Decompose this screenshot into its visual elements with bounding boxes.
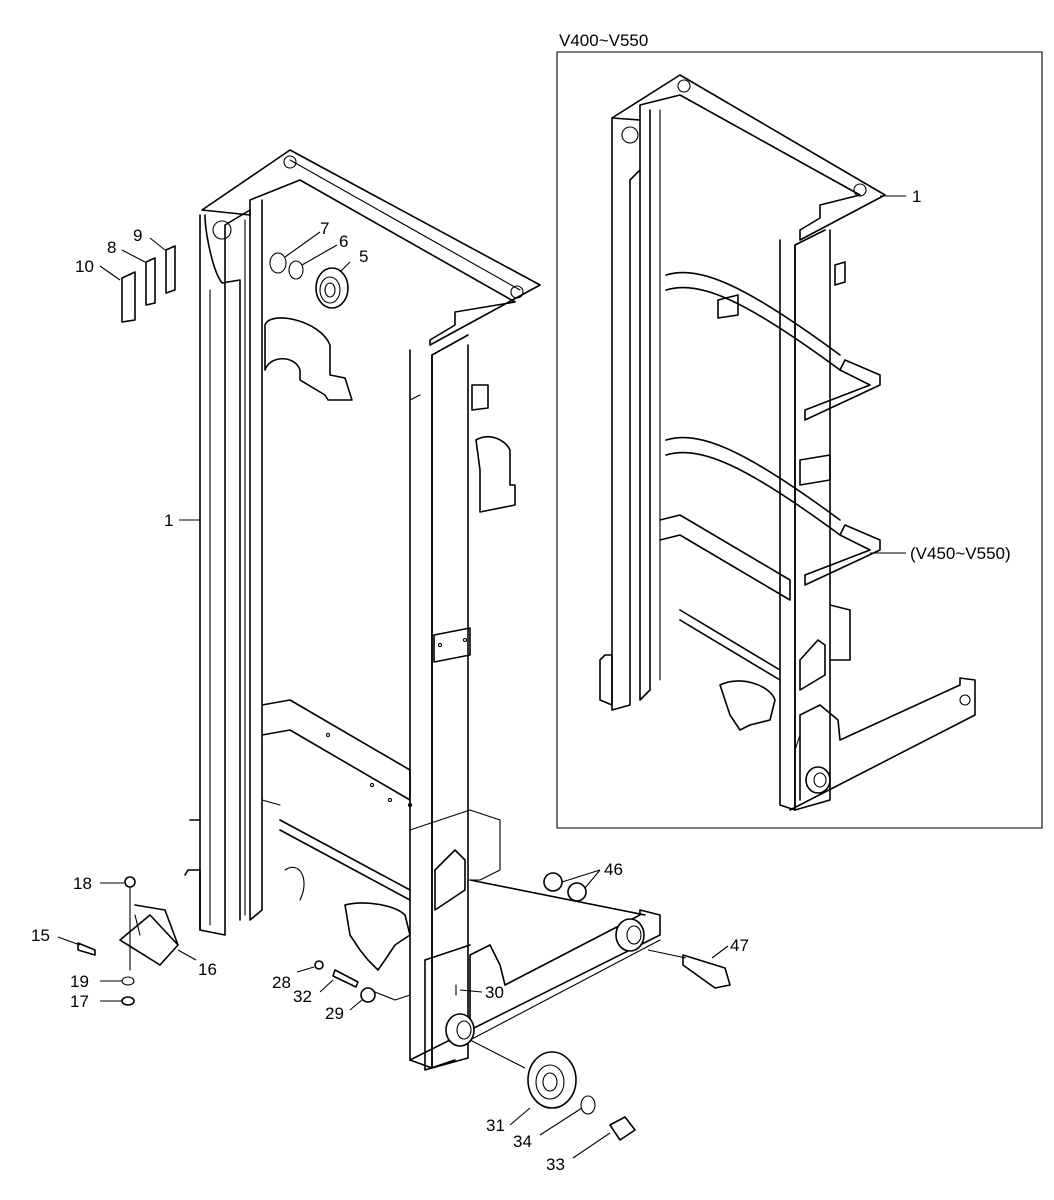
bolt-part-18: [124, 876, 136, 888]
ring-part-7: [269, 252, 287, 274]
callout-30: 30: [485, 983, 504, 1002]
bracket-part-16: [119, 904, 179, 966]
callout-8: 8: [107, 238, 116, 257]
plate-part-8: [145, 257, 156, 306]
callout-29: 29: [325, 1004, 344, 1023]
callout-10: 10: [75, 257, 94, 276]
bolt-part-32: [332, 969, 359, 988]
callout-32: 32: [293, 987, 312, 1006]
callout-1-inset: 1: [912, 187, 921, 206]
bolt-part-15: [77, 942, 96, 956]
nut-part-17: [121, 996, 135, 1006]
plate-part-10: [121, 271, 136, 323]
bearing-part-5: [315, 267, 349, 309]
callout-6: 6: [339, 232, 348, 251]
callout-18: 18: [73, 874, 92, 893]
inset-mast-drawing: [599, 74, 976, 811]
inset-title: V400~V550: [559, 31, 648, 50]
callout-34: 34: [513, 1132, 532, 1151]
callout-1-main: 1: [164, 511, 173, 530]
inset-frame: [556, 51, 1043, 829]
bearing-part-31: [527, 1051, 577, 1109]
callout-19: 19: [70, 972, 89, 991]
callout-47: 47: [730, 936, 749, 955]
callout-16: 16: [198, 960, 217, 979]
nut-part-46a: [543, 872, 563, 892]
nut-part-46b: [567, 882, 587, 902]
nut-part-29: [360, 987, 376, 1003]
callout-5: 5: [359, 247, 368, 266]
callout-33: 33: [546, 1155, 565, 1174]
washer-part-19: [121, 976, 135, 986]
callout-7: 7: [320, 219, 329, 238]
outer-mast-drawing: [184, 149, 661, 1071]
inset-note: (V450~V550): [910, 544, 1011, 563]
washer-part-28: [314, 960, 324, 970]
callout-9: 9: [133, 226, 142, 245]
callout-17: 17: [70, 992, 89, 1011]
callout-15: 15: [31, 926, 50, 945]
plate-part-9: [165, 245, 176, 294]
ring-part-6: [288, 260, 304, 280]
stud-part-47: [682, 954, 731, 989]
snapring-part-34: [580, 1095, 596, 1115]
cap-part-33: [609, 1116, 636, 1141]
callout-31: 31: [486, 1116, 505, 1135]
callout-46: 46: [604, 860, 623, 879]
callout-28: 28: [272, 973, 291, 992]
